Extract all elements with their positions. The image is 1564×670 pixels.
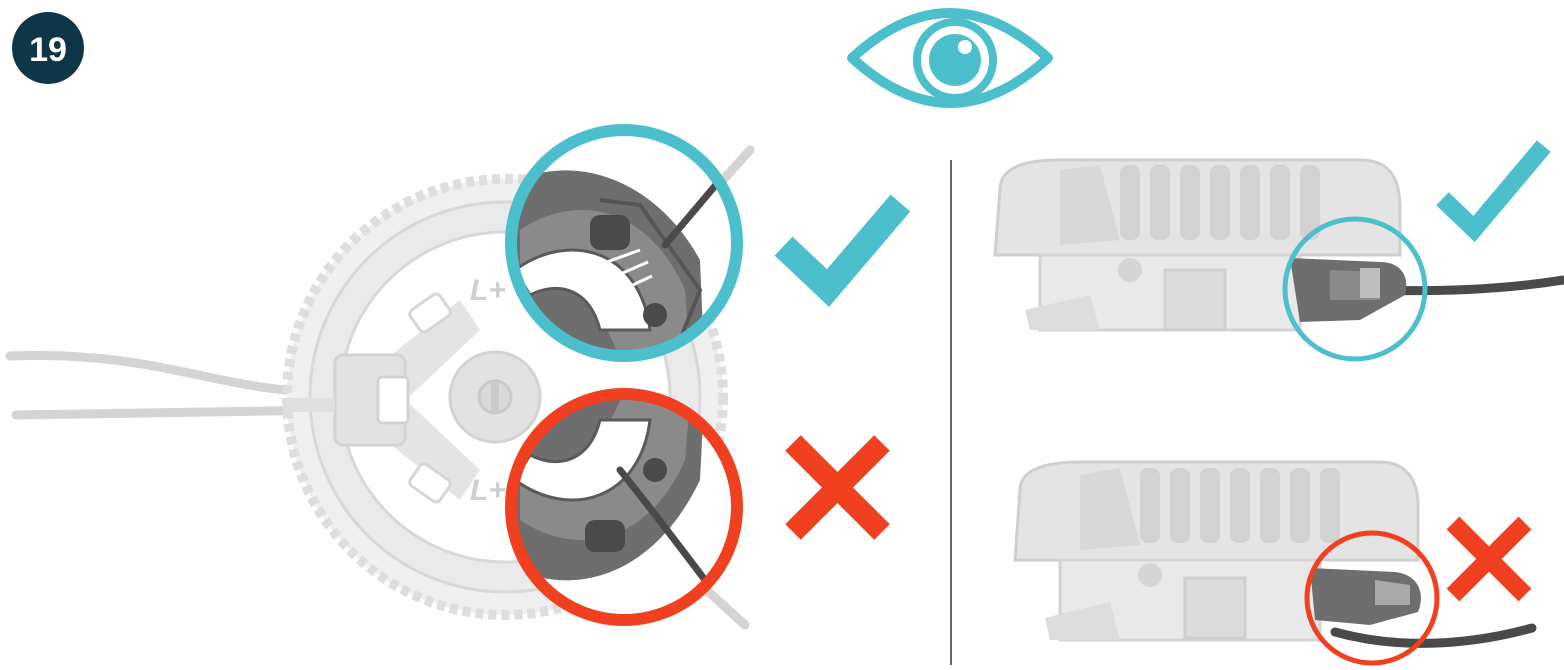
spool-label-top: L+ xyxy=(470,274,506,307)
spool-label-bottom: L+ xyxy=(470,474,506,507)
eye-icon xyxy=(847,8,1053,108)
line-correct xyxy=(661,176,724,249)
step-number: 19 xyxy=(29,31,67,69)
head-correct-ring xyxy=(1282,216,1428,362)
head-incorrect-ring xyxy=(1304,530,1440,666)
head-panel xyxy=(993,140,1564,666)
spool-panel: L+ L+ xyxy=(5,124,911,630)
step-badge-circle xyxy=(12,12,84,84)
correct-ring xyxy=(505,124,743,362)
spool-zoom-incorrect xyxy=(505,388,743,626)
head-line-incorrect xyxy=(1330,623,1537,648)
head-checkmark-icon xyxy=(1436,140,1551,243)
trimmer-head-top xyxy=(993,158,1402,332)
step-badge: 19 xyxy=(12,12,84,84)
trimmer-line-upper xyxy=(5,350,335,397)
checkmark-icon xyxy=(774,194,911,307)
head-zoom-incorrect xyxy=(1304,530,1440,666)
head-zoom-correct xyxy=(1282,216,1428,362)
trimmer-line-lower xyxy=(11,405,335,420)
trimmer-head-bottom xyxy=(1013,460,1420,642)
spool-zoom-correct xyxy=(505,124,743,362)
cross-icon xyxy=(785,435,890,540)
incorrect-ring xyxy=(505,388,743,626)
head-cross-icon xyxy=(1446,516,1532,602)
